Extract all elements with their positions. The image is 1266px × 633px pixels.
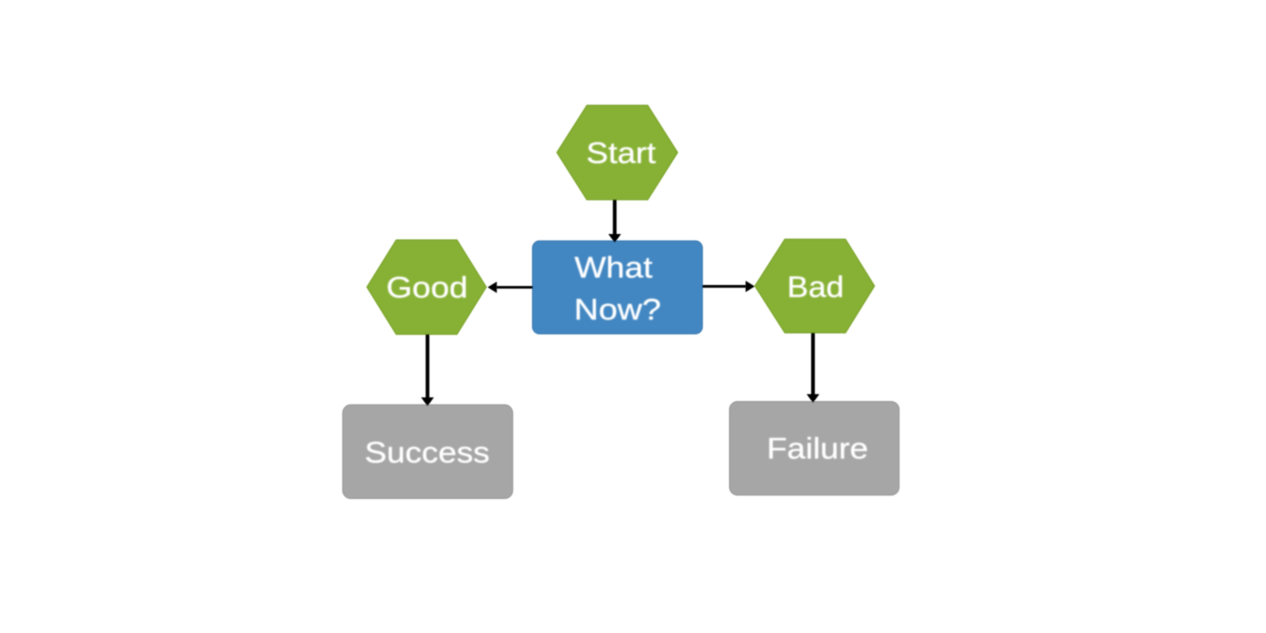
svg-text:Start: Start [586, 137, 656, 170]
svg-text:Success: Success [365, 437, 490, 470]
svg-text:What: What [575, 252, 654, 285]
svg-text:Bad: Bad [787, 271, 844, 304]
svg-text:Now?: Now? [574, 294, 661, 327]
svg-text:Failure: Failure [767, 433, 869, 466]
svg-text:Good: Good [386, 272, 468, 305]
